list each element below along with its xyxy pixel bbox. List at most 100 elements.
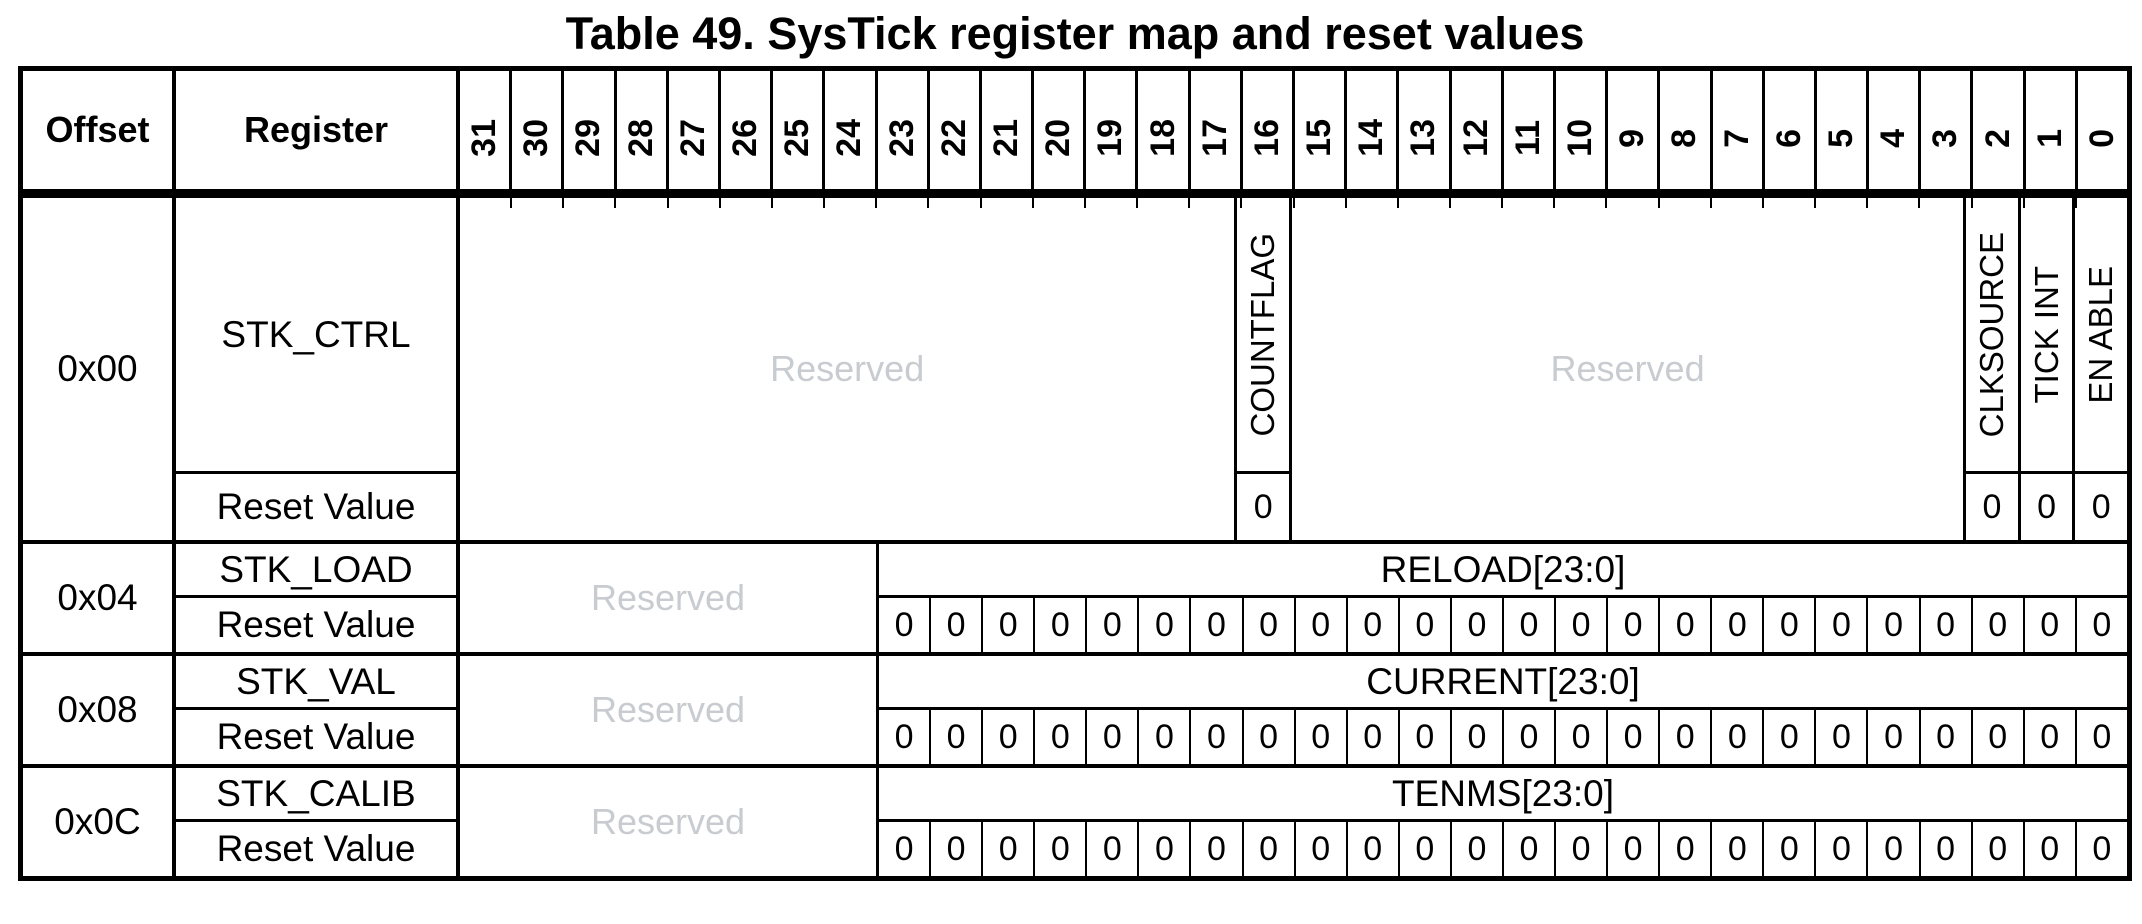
- clksource-label: CLKSOURCE: [1972, 231, 2010, 438]
- reset-zero-cell: 0: [1762, 710, 1814, 764]
- register-name-column: STK_CALIB Reset Value: [172, 768, 460, 876]
- reset-zero-cell: 0: [2074, 598, 2127, 652]
- reset-zero-cell: 0: [1554, 822, 1606, 876]
- reset-zero-cell: 0: [1710, 822, 1762, 876]
- reset-zero-cell: 0: [1345, 822, 1398, 876]
- reset-zero-cell: 0: [1241, 598, 1294, 652]
- reset-zero-cell: 0: [1658, 598, 1710, 652]
- reload-field-label: RELOAD[23:0]: [879, 544, 2127, 598]
- bit-number-label: 20: [1039, 119, 1078, 157]
- reset-zero-cell: 0: [1085, 710, 1137, 764]
- register-name: STK_CTRL: [176, 198, 456, 474]
- bit-number-cell: 3: [1918, 71, 1970, 189]
- enable-reset-value: 0: [2091, 487, 2111, 526]
- reset-zero-cell: 0: [2022, 710, 2075, 764]
- reset-zero-cell: 0: [2074, 822, 2127, 876]
- reset-zero-cell: 0: [1033, 822, 1085, 876]
- reset-value-label: Reset Value: [216, 486, 416, 527]
- reset-zero-cell: 0: [1658, 822, 1710, 876]
- bit-number-cell: 30: [509, 71, 561, 189]
- bit-number-label: 7: [1717, 128, 1756, 148]
- header-register-cell: Register: [172, 71, 460, 189]
- tickint-label: TICK INT: [2027, 265, 2065, 404]
- enable-label: EN ABLE: [2082, 265, 2120, 404]
- reset-zero-cell: 0: [1189, 710, 1241, 764]
- reset-zero-cell: 0: [1189, 822, 1241, 876]
- reset-zero-cell: 0: [1866, 822, 1918, 876]
- bit-number-cell: 27: [665, 71, 718, 189]
- reset-zero-cell: 0: [929, 822, 981, 876]
- register-name-column: STK_CTRL Reset Value: [172, 198, 460, 540]
- reset-zero-cell: 0: [1501, 710, 1554, 764]
- reset-value-label: Reset Value: [216, 716, 416, 757]
- bit-number-cell: 11: [1500, 71, 1553, 189]
- reset-zero-cell: 0: [1293, 822, 1346, 876]
- reset-zero-cell: 0: [1918, 822, 1971, 876]
- bit-number-label: 31: [465, 119, 504, 157]
- bit-number-label: 8: [1665, 128, 1704, 148]
- reserved-cell: Reserved: [590, 689, 746, 730]
- bit-number-label: 13: [1404, 119, 1443, 157]
- reset-zero-cell: 0: [1293, 598, 1346, 652]
- field-clksource: CLKSOURCE 0: [1963, 198, 2018, 540]
- bit-number-cell: 19: [1083, 71, 1135, 189]
- reset-zero-cell: 0: [2022, 598, 2075, 652]
- reset-zero-cell: 0: [1606, 710, 1658, 764]
- bit-number-label: 19: [1091, 119, 1130, 157]
- countflag-reset-value: 0: [1253, 487, 1273, 526]
- register-name-column: STK_LOAD Reset Value: [172, 544, 460, 652]
- reset-value-label: Reset Value: [216, 604, 416, 645]
- bit-number-label: 3: [1926, 128, 1965, 148]
- stk-ctrl-bit-fields: Reserved COUNTFLAG 0 Reserved CLKSOURCE …: [460, 198, 2127, 540]
- row-stk-val: 0x08 STK_VAL Reset Value Reserved CURREN…: [23, 652, 2127, 764]
- reset-zero-cell: 0: [929, 710, 981, 764]
- bit-number-cell: 12: [1448, 71, 1501, 189]
- reset-value-label: Reset Value: [216, 828, 416, 869]
- bit-number-cell: 9: [1605, 71, 1657, 189]
- tenms-field-label: TENMS[23:0]: [879, 768, 2127, 822]
- reset-zero-cell: 0: [894, 829, 914, 868]
- bit-number-cell: 8: [1657, 71, 1709, 189]
- bit-number-label: 12: [1456, 119, 1495, 157]
- tickint-reset-value: 0: [2037, 487, 2057, 526]
- bit-number-cell: 7: [1709, 71, 1762, 189]
- bit-number-label: 23: [882, 119, 921, 157]
- reset-zero-cell: 0: [1189, 598, 1241, 652]
- reset-zero-cell: 0: [1397, 598, 1450, 652]
- bit-number-cell: 31: [460, 71, 509, 189]
- reset-zero-cell: 0: [981, 598, 1033, 652]
- reset-zero-cell: 0: [1814, 710, 1866, 764]
- bit-number-label: 28: [621, 119, 660, 157]
- reset-zero-cell: 0: [1345, 598, 1398, 652]
- bit-number-label: 4: [1874, 128, 1913, 148]
- offset-cell: 0x04: [57, 577, 138, 618]
- reset-zero-cell: 0: [1137, 822, 1189, 876]
- bit-number-cell: 16: [1239, 71, 1292, 189]
- reserved-cell: Reserved: [590, 801, 746, 842]
- reset-zero-cell: 0: [894, 717, 914, 756]
- bit-number-cell: 0: [2074, 71, 2127, 189]
- register-name: STK_LOAD: [176, 544, 456, 598]
- bit-number-cell: 14: [1344, 71, 1396, 189]
- bit-number-label: 27: [673, 119, 712, 157]
- enable-name-cell: EN ABLE: [2075, 198, 2127, 474]
- bit-number-label: 9: [1613, 128, 1652, 148]
- bit-number-cell: 20: [1031, 71, 1083, 189]
- reset-zero-cell: 0: [1397, 710, 1450, 764]
- reset-zero-cell: 0: [1449, 598, 1502, 652]
- reset-zero-cell: 0: [1137, 598, 1189, 652]
- bit-number-cell: 5: [1813, 71, 1866, 189]
- reset-zero-cell: 0: [929, 598, 981, 652]
- bit-number-label: 17: [1195, 119, 1234, 157]
- bit-number-cell: 15: [1292, 71, 1344, 189]
- bit-number-cell: 10: [1552, 71, 1605, 189]
- reset-zero-cell: 0: [1814, 598, 1866, 652]
- reset-zero-cell: 0: [894, 605, 914, 644]
- reset-zero-cell: 0: [1762, 598, 1814, 652]
